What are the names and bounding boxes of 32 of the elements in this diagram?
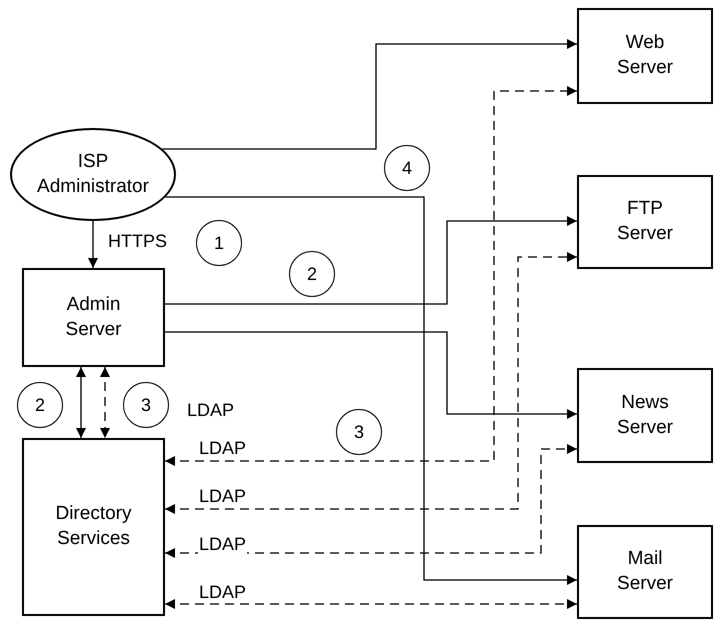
step-number: 3: [336, 409, 382, 455]
step-number: 2: [289, 251, 335, 297]
server-box: [22, 438, 165, 616]
server-box: [577, 8, 713, 104]
connector-arrow: [165, 216, 577, 305]
connector-arrow: [165, 599, 577, 609]
step-number: 3: [123, 382, 169, 428]
connector-arrow: [162, 39, 577, 150]
connector-arrow: [165, 252, 577, 514]
node-label: Directory Services: [54, 502, 132, 551]
node-label: Mail Server: [616, 547, 674, 596]
connector-arrow: [88, 221, 98, 268]
node-label: FTP Server: [616, 197, 674, 246]
server-box: [577, 368, 713, 463]
edge-label: LDAP: [198, 535, 248, 555]
server-box: [22, 268, 165, 367]
connector-arrow: [166, 196, 577, 585]
node-label: Admin Server: [64, 292, 122, 342]
node-label: Web Server: [616, 31, 674, 80]
node-label: News Server: [616, 390, 674, 440]
step-number: 1: [196, 220, 242, 266]
connector-arrow: [165, 331, 577, 419]
protocol-label: LDAP: [187, 401, 234, 419]
server-box: [577, 525, 713, 619]
connector-arrow: [76, 367, 86, 438]
node-label: ISP Administrator: [36, 150, 150, 198]
connector-arrow: [165, 444, 577, 558]
connector-arrow: [100, 367, 110, 438]
server-box: [577, 175, 713, 269]
step-number: 2: [17, 382, 63, 428]
step-number: 4: [384, 145, 430, 191]
connector-arrow: [165, 86, 577, 466]
